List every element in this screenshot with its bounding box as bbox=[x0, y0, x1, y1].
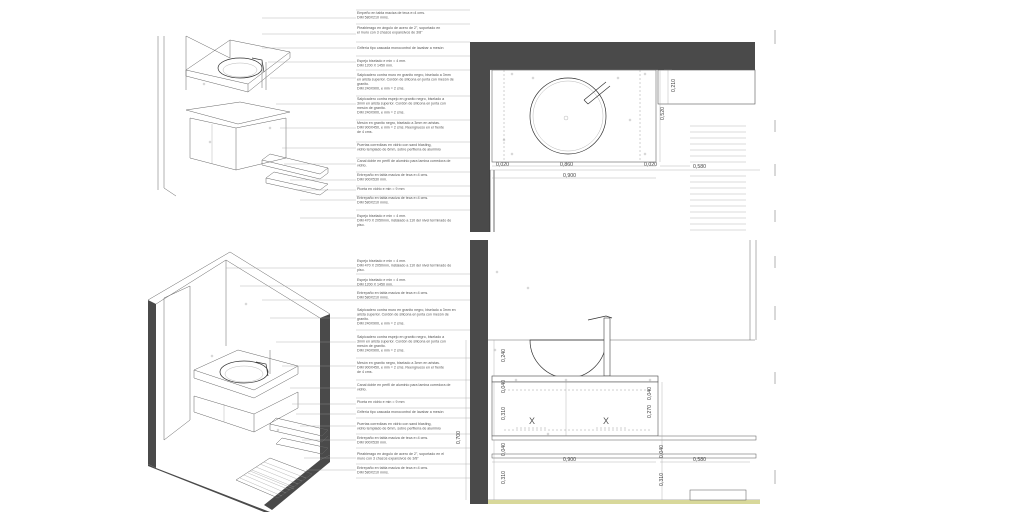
note-top-3: el muro con 3 chazos expansivos de 3/8" bbox=[357, 31, 423, 35]
elev-dim-d12: 0,310 bbox=[659, 473, 665, 486]
note-bottom-5: Entrepaño en tabla maciza de teca e=4 cm… bbox=[357, 291, 428, 295]
elev-dim-d10: 0,580 bbox=[693, 457, 706, 463]
note-bottom-15: Mesón en granito negro, biselado a 3mm e… bbox=[357, 361, 440, 365]
top-isometric-view bbox=[157, 35, 329, 197]
note-bottom-24: Entrepaño en tabla maciza de teca e=4 cm… bbox=[357, 436, 428, 440]
note-bottom-8: arista superior. Cordón de silicona en j… bbox=[357, 313, 449, 317]
x-mark-left: X bbox=[529, 416, 535, 426]
note-bottom-7: Salpicadero contra muro en granito negro… bbox=[357, 308, 456, 312]
note-top-28: DIM 470 X 2050mm, instalado a 110 del ni… bbox=[357, 219, 451, 223]
note-top-16: DIM 900X450, e min = 2 cms. Reengrueso e… bbox=[357, 126, 444, 130]
note-top-24: Piceta en vidrio e min = 9 mm bbox=[357, 187, 404, 191]
note-top-17: de 4 cms. bbox=[357, 130, 373, 134]
radiator-lines bbox=[690, 125, 746, 231]
note-top-27: Espejo biselado e min = 4 mm. bbox=[357, 214, 406, 218]
plan-dim-d4: 0,860 bbox=[560, 162, 573, 168]
plan-dim-d6: 0,900 bbox=[563, 173, 576, 179]
elev-dim-d4: 0,040 bbox=[501, 443, 507, 456]
bottom-isometric-view bbox=[147, 251, 331, 512]
plan-dim-d5: 0,020 bbox=[644, 162, 657, 168]
elev-dim-d9: 0,900 bbox=[563, 457, 576, 463]
note-bottom-18: Canal doble en perfil de aluminio para l… bbox=[357, 383, 451, 387]
elevation-view: X X 0,240 0,040 0,310 0,040 0,270 0,040 bbox=[456, 240, 776, 504]
note-top-8: en arista superior. Cordón de silicona e… bbox=[357, 78, 454, 82]
note-bottom-0: Espejo biselado e min = 4 mm. bbox=[357, 259, 406, 263]
note-top-2: Pieabierago en ángulo de acero de 2", so… bbox=[357, 26, 440, 30]
plan-dim-d3: 0,020 bbox=[496, 162, 509, 168]
note-bottom-4: DIM 1200 X 1450 mm. bbox=[357, 283, 393, 287]
note-bottom-29: DIM 580X210 mms. bbox=[357, 471, 389, 475]
note-bottom-19: vidrio. bbox=[357, 388, 367, 392]
note-bottom-20: Piceta en vidrio e min = 9 mm bbox=[357, 400, 404, 404]
note-top-12: 3mm en arista superior. Cordón de silico… bbox=[357, 102, 446, 106]
note-bottom-2: piso. bbox=[357, 268, 365, 272]
top-spec-notes: Empeño en tabla maciza de teca e=4 cms. … bbox=[357, 11, 454, 227]
note-bottom-10: DIM 240X900, e min = 2 cms. bbox=[357, 322, 404, 326]
elev-dim-d5: 0,270 bbox=[647, 405, 653, 418]
note-bottom-16: DIM 900X450, e min = 2 cms. Reengrueso e… bbox=[357, 366, 444, 370]
elev-dim-d7: 0,310 bbox=[501, 471, 507, 484]
top-leader-lines bbox=[262, 9, 470, 219]
plan-view: 0,210 0,520 0,020 0,860 0,020 0,900 0,58… bbox=[470, 30, 776, 232]
note-top-1: DIM 580X210 mms. bbox=[357, 16, 389, 20]
note-bottom-17: de 4 cms. bbox=[357, 370, 373, 374]
note-top-18: Puertas corredizas en vidrio con sand bl… bbox=[357, 143, 432, 147]
note-bottom-26: Pieabierago en ángulo de acero de 2", so… bbox=[357, 452, 444, 456]
note-top-7: Salpicadero contra muro en granito negro… bbox=[357, 73, 451, 77]
note-bottom-9: granito. bbox=[357, 317, 369, 321]
bottom-spec-notes: Espejo biselado e min = 4 mm. DIM 470 X … bbox=[357, 259, 456, 475]
elev-dim-d2: 0,040 bbox=[501, 380, 507, 393]
elev-dim-d6: 0,040 bbox=[647, 387, 653, 400]
plan-dim-d7: 0,580 bbox=[693, 164, 706, 170]
note-bottom-25: DIM 900X530 mm. bbox=[357, 441, 387, 445]
note-bottom-23: vidrio templado de 6mm, sobre perfilería… bbox=[357, 427, 441, 431]
note-top-20: Canal doble en perfil de aluminio para l… bbox=[357, 159, 451, 163]
note-bottom-12: 3mm en arista superior. Cordón de silico… bbox=[357, 340, 446, 344]
plan-dim-d1: 0,210 bbox=[671, 79, 677, 92]
x-mark-right: X bbox=[603, 416, 609, 426]
note-bottom-11: Salpicadero contra espejo en granito neg… bbox=[357, 335, 444, 339]
note-bottom-1: DIM 470 X 2050mm, instalado a 110 del ni… bbox=[357, 264, 451, 268]
note-bottom-28: Entrepaño en tabla maciza de teca e=4 cm… bbox=[357, 466, 428, 470]
note-top-14: DIM 240X900, e min = 2 cms. bbox=[357, 111, 404, 115]
note-bottom-13: mesón de granito. bbox=[357, 344, 386, 348]
bottom-leader-lines bbox=[226, 267, 470, 479]
plan-dim-d2: 0,520 bbox=[660, 107, 666, 120]
note-top-0: Empeño en tabla maciza de teca e=4 cms. bbox=[357, 11, 425, 15]
elev-dim-d11: 0,040 bbox=[659, 445, 665, 458]
note-top-21: vidrio. bbox=[357, 164, 367, 168]
elev-dim-d1: 0,240 bbox=[501, 349, 507, 362]
elev-dim-d8: 0,700 bbox=[456, 431, 462, 444]
note-top-9: granito. bbox=[357, 82, 369, 86]
note-top-29: piso. bbox=[357, 223, 365, 227]
note-top-19: vidrio templado de 6mm, sobre perfilería… bbox=[357, 148, 441, 152]
note-top-6: DIM 1200 X 1450 mm. bbox=[357, 64, 393, 68]
note-top-10: DIM 240X900, e min = 2 cms. bbox=[357, 87, 404, 91]
note-bottom-3: Espejo biselado e min = 4 mm. bbox=[357, 278, 406, 282]
note-top-11: Salpicadero contra espejo en granito neg… bbox=[357, 97, 444, 101]
note-top-5: Espejo biselado e min = 4 mm. bbox=[357, 59, 406, 63]
note-top-26: DIM 580X210 mms. bbox=[357, 201, 389, 205]
note-bottom-6: DIM 580X210 mms. bbox=[357, 296, 389, 300]
floor-grate bbox=[235, 457, 313, 499]
note-top-4: Grifería tipo cascada monocontrol de lav… bbox=[357, 46, 444, 50]
note-bottom-21: Grifería tipo cascada monocontrol de lav… bbox=[357, 410, 444, 414]
note-top-13: mesón de granito. bbox=[357, 106, 386, 110]
note-bottom-14: DIM 240X900, e min = 2 cms. bbox=[357, 349, 404, 353]
note-top-23: DIM 900X530 mm. bbox=[357, 178, 387, 182]
note-top-22: Entrepaño en tabla maciza de teca e=4 cm… bbox=[357, 173, 428, 177]
note-top-15: Mesón en granito negro, biselado a 3mm e… bbox=[357, 121, 440, 125]
note-bottom-22: Puertas corredizas en vidrio con sand bl… bbox=[357, 422, 432, 426]
note-top-25: Entrepaño en tabla maciza de teca e=4 cm… bbox=[357, 196, 428, 200]
note-bottom-27: muro con 3 chazos expansivos de 3/8" bbox=[357, 457, 419, 461]
elev-dim-d3: 0,310 bbox=[501, 407, 507, 420]
